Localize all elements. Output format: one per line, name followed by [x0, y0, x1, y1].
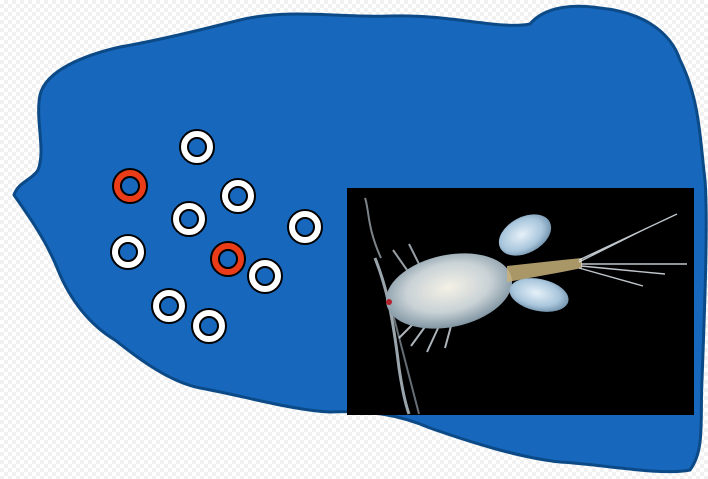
copepod-illustration: [347, 188, 694, 415]
ring-white: [221, 179, 255, 213]
copepod-eye: [386, 299, 392, 305]
ring-white: [288, 210, 322, 244]
ring-white: [180, 130, 214, 164]
ring-white: [152, 289, 186, 323]
ring-red: [113, 169, 147, 203]
ring-white: [172, 202, 206, 236]
ring-white: [192, 309, 226, 343]
copepod-photo: [347, 188, 694, 415]
ring-white: [248, 259, 282, 293]
ring-white: [111, 235, 145, 269]
ring-red: [211, 242, 245, 276]
